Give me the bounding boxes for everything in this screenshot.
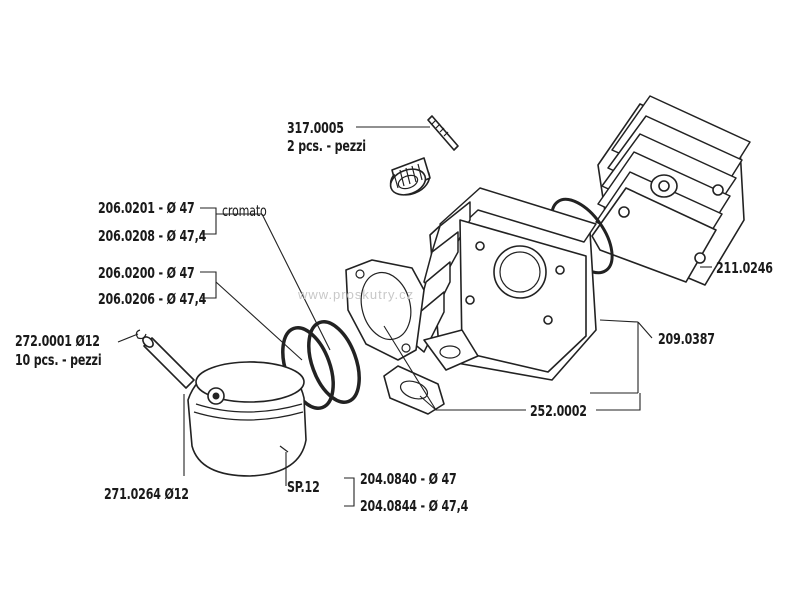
label-cromato: cromato	[222, 202, 267, 220]
label-gasket-code: 252.0002	[530, 402, 587, 420]
needle-bearing	[389, 157, 431, 196]
watermark: www.proskutry.cz	[298, 287, 415, 302]
piston-ring-upper	[307, 320, 361, 404]
label-piston-a: 204.0840 - Ø 47	[360, 470, 457, 488]
label-pin-screw-qty: 2 pcs. - pezzi	[287, 137, 366, 155]
exhaust-gasket	[383, 365, 445, 415]
base-gasket	[345, 259, 425, 361]
label-pin-code: 271.0264 Ø12	[104, 485, 189, 503]
cylinder-barrel	[411, 187, 597, 381]
cylinder-head	[591, 95, 751, 286]
label-cyl-ring-a: 206.0201 - Ø 47	[98, 199, 195, 217]
label-head-code: 211.0246	[716, 259, 773, 277]
piston-pin	[142, 336, 195, 389]
label-pin-screw-code: 317.0005	[287, 119, 344, 137]
label-clip-qty: 10 pcs. - pezzi	[15, 351, 102, 369]
label-cyl-ring-b: 206.0208 - Ø 47,4	[98, 227, 207, 245]
label-clip-code: 272.0001 Ø12	[15, 332, 100, 350]
label-piston-group: SP.12	[287, 478, 320, 496]
label-ring-b: 206.0206 - Ø 47,4	[98, 290, 207, 308]
pin-screw	[427, 115, 459, 151]
pin-clip	[135, 329, 147, 340]
label-piston-b: 204.0844 - Ø 47,4	[360, 497, 469, 515]
piston	[187, 361, 307, 477]
label-kit-code: 209.0387	[658, 330, 715, 348]
leader-lines	[117, 126, 712, 507]
label-ring-a: 206.0200 - Ø 47	[98, 264, 195, 282]
